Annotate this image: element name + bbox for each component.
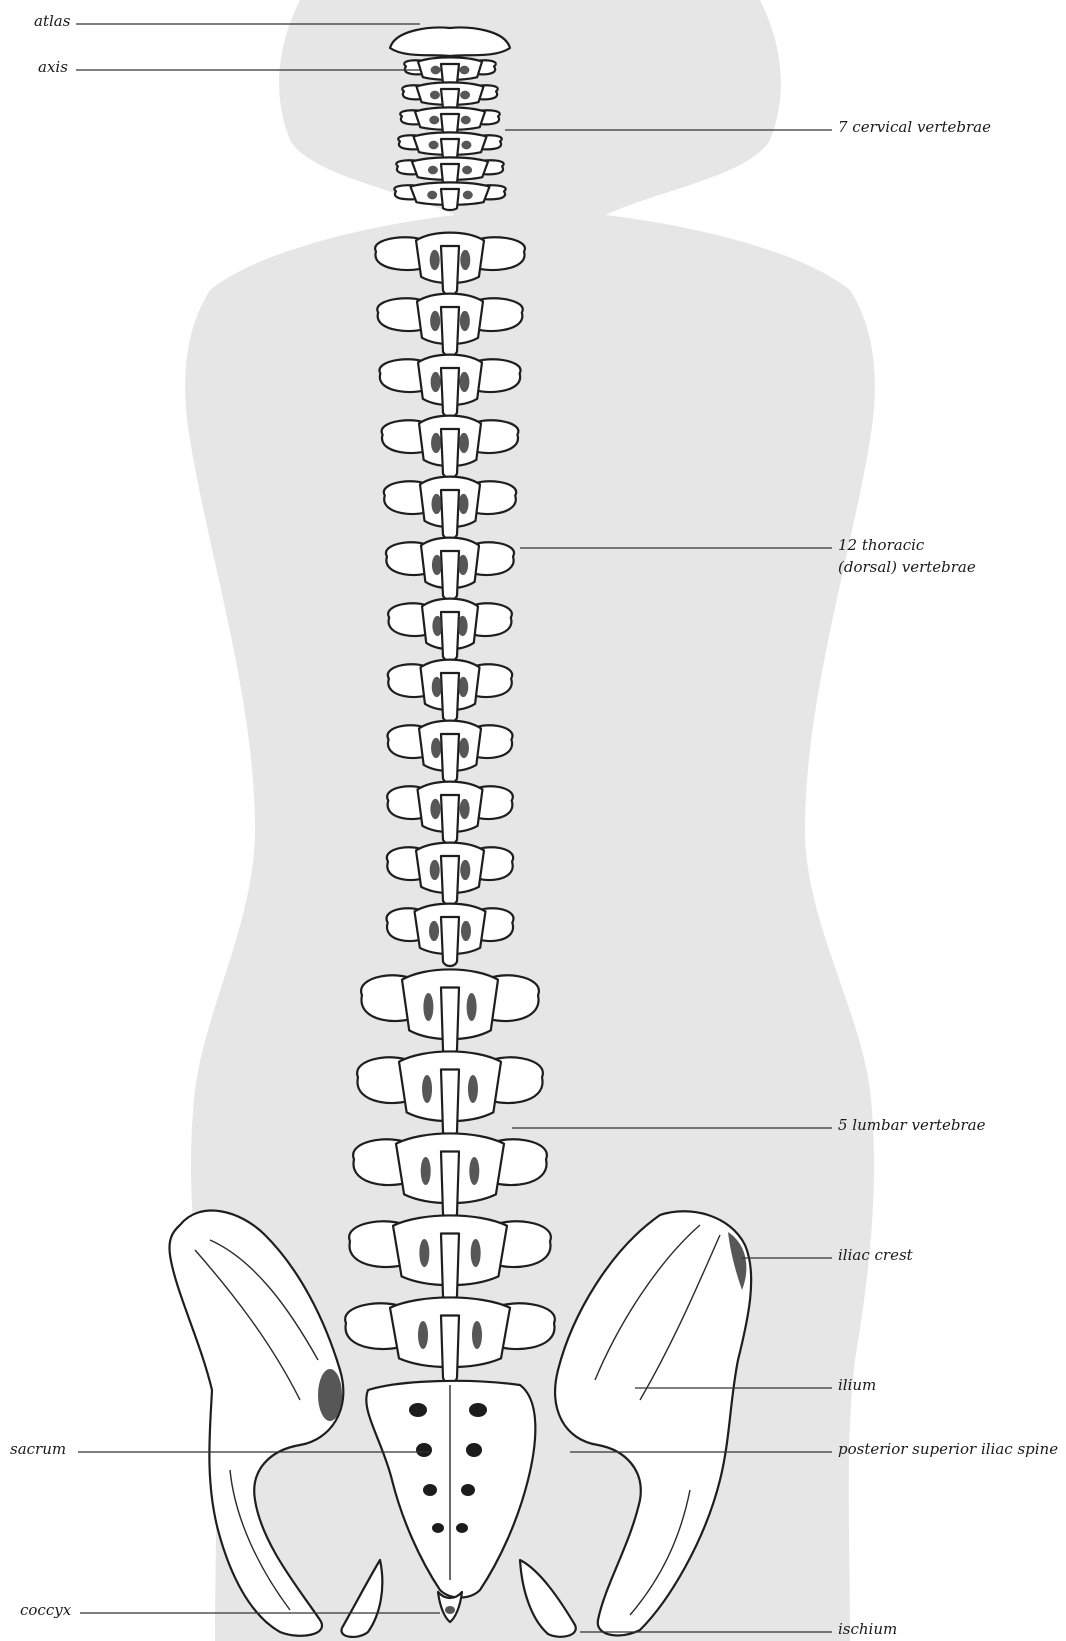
thoracic-label-line1: 12 thoracic bbox=[838, 536, 925, 554]
ischium-label: ischium bbox=[838, 1620, 897, 1638]
thoracic-label-line2: (dorsal) vertebrae bbox=[838, 558, 976, 576]
lumbar-label: 5 lumbar vertebrae bbox=[838, 1116, 986, 1134]
sacrum-label: sacrum bbox=[10, 1440, 66, 1458]
psis-label: posterior superior iliac spine bbox=[838, 1440, 1058, 1458]
ilium-label: ilium bbox=[838, 1376, 876, 1394]
axis-label: axis bbox=[38, 58, 68, 76]
cervical-label: 7 cervical vertebrae bbox=[838, 118, 991, 136]
atlas-vertebra bbox=[390, 28, 510, 56]
coccyx-label: coccyx bbox=[20, 1601, 72, 1619]
iliac-crest-label: iliac crest bbox=[838, 1246, 914, 1264]
atlas-label: atlas bbox=[34, 12, 71, 30]
